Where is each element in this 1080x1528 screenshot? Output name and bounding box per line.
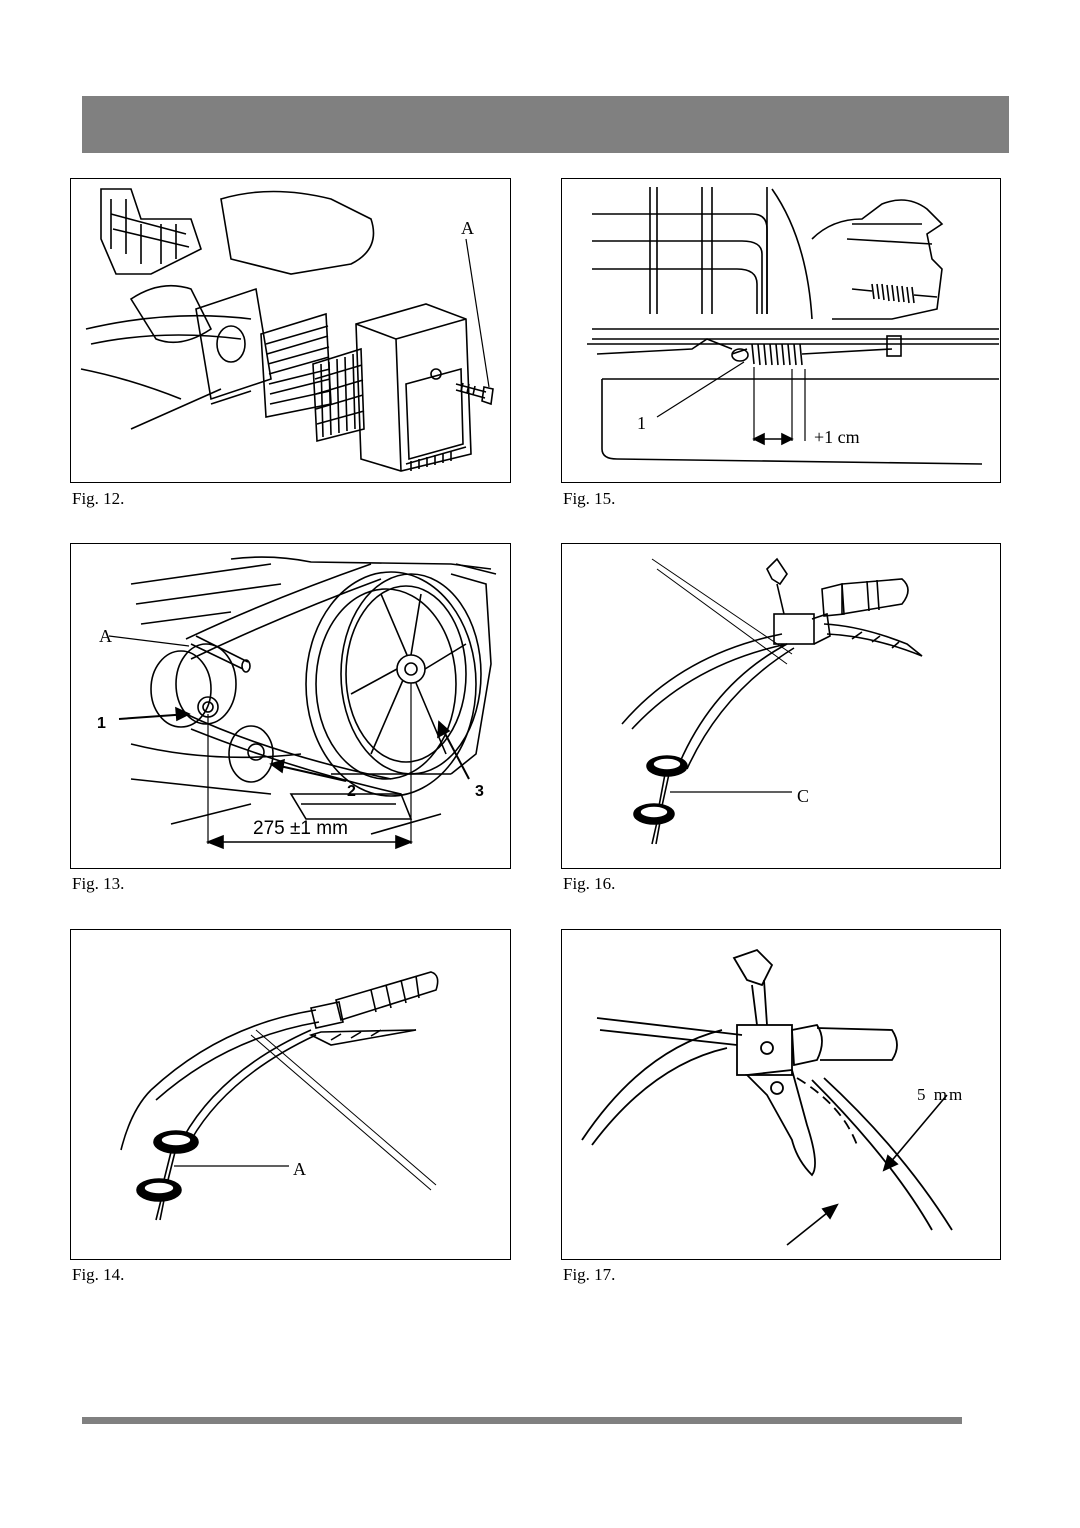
fig-12-caption: Fig. 12. xyxy=(72,489,125,508)
fig-15-caption: Fig. 15. xyxy=(563,489,616,508)
spring-tension-drawing: 1 +1 cm xyxy=(587,187,999,465)
handle-cable-a-drawing: A xyxy=(120,971,439,1221)
fig-15-dimension: +1 cm xyxy=(814,427,860,447)
fig-14-caption: Fig. 14. xyxy=(72,1265,125,1284)
fig-17-caption: Fig. 17. xyxy=(563,1265,616,1284)
fig-15-label-1: 1 xyxy=(637,413,646,433)
belt-drive-drawing: A 1 2 3 275 ±1 mm xyxy=(97,556,497,850)
fig-12-illustration: A xyxy=(70,178,511,483)
fig-13-label-3: 3 xyxy=(475,783,484,800)
air-filter-drawing: A xyxy=(80,188,494,472)
fig-13-dimension: 275 ±1 mm xyxy=(253,818,348,839)
fig-16-label-c: C xyxy=(797,786,809,806)
lever-gap-drawing: 5 mm xyxy=(581,948,964,1246)
handle-cable-drawing: C xyxy=(621,557,923,845)
fig-16-illustration: C xyxy=(561,543,1001,869)
fig-15-illustration: 1 +1 cm xyxy=(561,178,1001,483)
footer-rule xyxy=(82,1417,962,1424)
fig-16-caption: Fig. 16. xyxy=(563,874,616,893)
fig-17-illustration: 5 mm xyxy=(561,929,1001,1260)
fig-13-label-1: 1 xyxy=(97,715,106,732)
fig-14-label-a: A xyxy=(293,1159,306,1179)
header-bar xyxy=(82,96,1009,153)
fig-12-label-a: A xyxy=(461,218,474,238)
fig-17-dimension: 5 mm xyxy=(917,1085,964,1104)
fig-13-label-2: 2 xyxy=(347,783,356,800)
fig-13-label-a: A xyxy=(99,626,112,646)
fig-13-caption: Fig. 13. xyxy=(72,874,125,893)
fig-13-illustration: A 1 2 3 275 ±1 mm xyxy=(70,543,511,869)
fig-14-illustration: A xyxy=(70,929,511,1260)
